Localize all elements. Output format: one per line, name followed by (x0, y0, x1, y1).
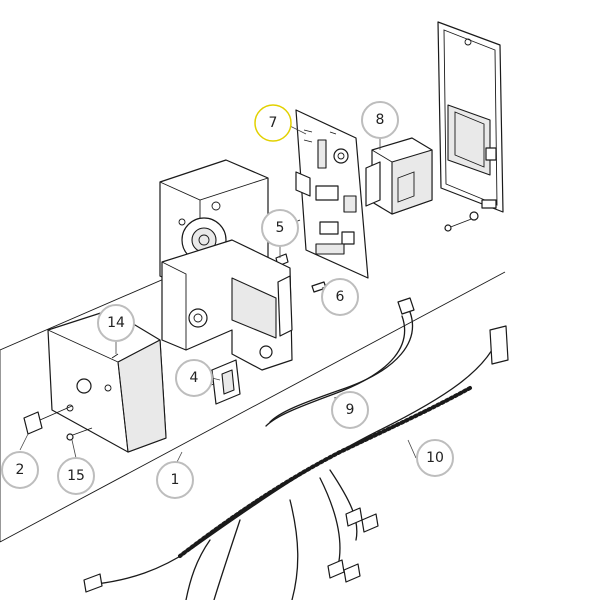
clip-part-4 (205, 359, 241, 405)
callout-ring (1, 451, 39, 489)
callout-label: 15 (67, 468, 85, 484)
callout-5: 5 (261, 209, 299, 247)
callout-9: 9 (331, 391, 369, 429)
cover-part-14 (47, 309, 167, 453)
callout-label: 1 (171, 472, 180, 488)
wire-harness-part-10 (83, 325, 509, 600)
knob-part-2 (23, 405, 73, 435)
callout-ring (331, 391, 369, 429)
callout-ring (321, 278, 359, 316)
callout-10: 10 (416, 439, 454, 477)
callout-15: 15 (57, 457, 95, 495)
callout-ring (361, 101, 399, 139)
back-panel (437, 21, 504, 213)
callout-ring (156, 461, 194, 499)
callout-4: 4 (175, 359, 213, 397)
callout-label: 7 (269, 115, 278, 131)
callout-ring (97, 304, 135, 342)
callout-label: 5 (276, 220, 285, 236)
callout-label: 6 (336, 289, 345, 305)
callout-label: 14 (107, 315, 125, 331)
callout-ring (175, 359, 213, 397)
callout-8: 8 (361, 101, 399, 139)
screw-back-panel (444, 211, 479, 232)
callout-ring (416, 439, 454, 477)
callout-7: 7 (254, 104, 292, 142)
screw-part-15 (66, 427, 93, 441)
callout-label: 8 (376, 112, 385, 128)
transformer-part-8 (365, 137, 433, 215)
callout-ring (261, 209, 299, 247)
callout-label: 9 (346, 402, 355, 418)
callout-14: 14 (97, 304, 135, 342)
callout-label: 2 (16, 462, 25, 478)
callout-ring (57, 457, 95, 495)
callout-label: 4 (190, 370, 199, 386)
circuit-board-part-7 (295, 109, 369, 279)
leader-lines (19, 125, 417, 465)
callout-1: 1 (156, 461, 194, 499)
mounting-bracket (161, 239, 293, 371)
callout-6: 6 (321, 278, 359, 316)
callout-ring-highlighted (254, 104, 292, 142)
callout-label: 10 (426, 450, 444, 466)
callout-2: 2 (1, 451, 39, 489)
wires-part-9 (265, 297, 415, 427)
